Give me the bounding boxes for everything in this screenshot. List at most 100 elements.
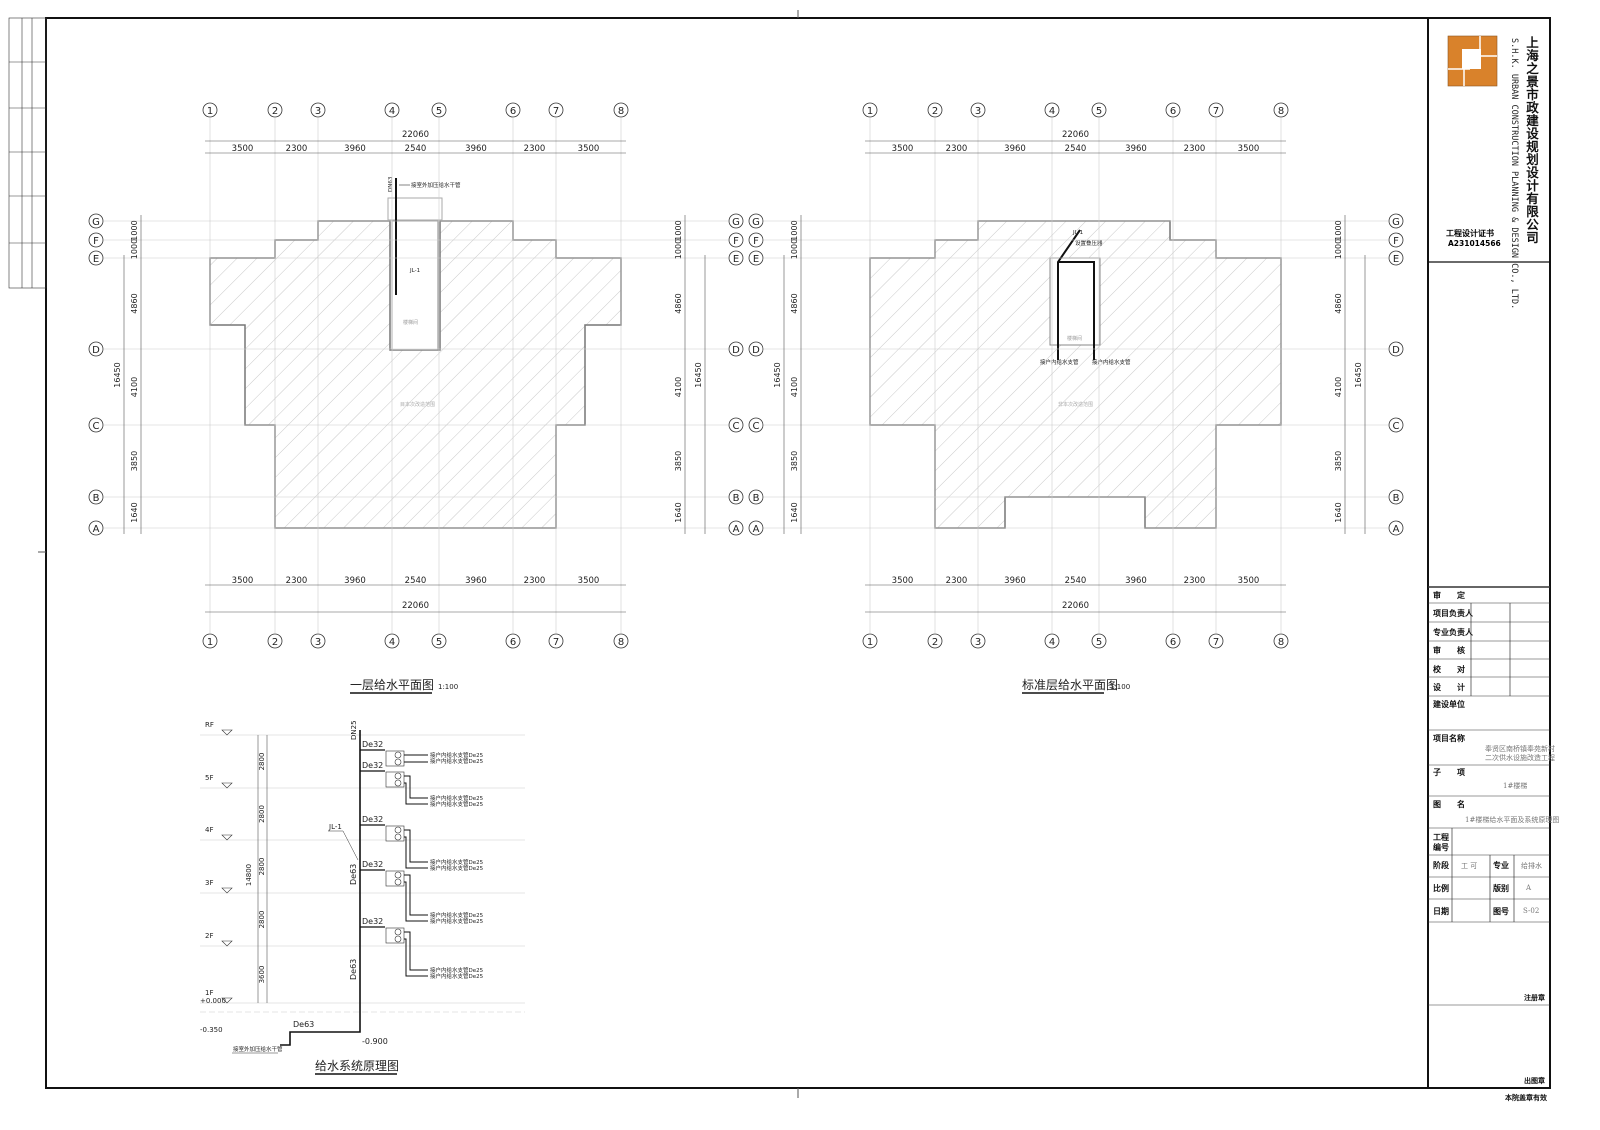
dimension-value: 3500 xyxy=(1238,576,1260,586)
grid-label: 3 xyxy=(975,106,981,117)
dimension-value: 3960 xyxy=(1004,144,1026,154)
branch-note: 接户内给水支管De25 xyxy=(430,757,484,765)
riser-id: JL-1 xyxy=(328,823,342,831)
plan-title: 一层给水平面图 xyxy=(350,678,434,692)
grid-label: 4 xyxy=(389,637,395,648)
riser-pipe-size: De63 xyxy=(349,864,358,885)
inlet-pipe-size: De63 xyxy=(293,1020,314,1029)
dimension-value: 3500 xyxy=(578,576,600,586)
stage-label: 阶段 xyxy=(1433,861,1449,870)
branch-pipe-size: De32 xyxy=(362,917,383,926)
grid-bubble-E xyxy=(748,250,764,266)
grid-label: E xyxy=(733,254,739,265)
grid-label: C xyxy=(733,421,740,432)
grid-bubble-8 xyxy=(1273,633,1289,649)
dimension-total: 22060 xyxy=(1062,130,1089,140)
dimension-total: 16450 xyxy=(694,362,703,387)
grid-label: 7 xyxy=(553,637,559,648)
water-meter-icon xyxy=(394,928,402,936)
dimension-value: 1000 xyxy=(130,239,139,259)
grid-label: A xyxy=(733,524,740,535)
grid-bubble-E xyxy=(88,250,104,266)
dimension-value: 3960 xyxy=(1125,576,1147,586)
grid-bubble-3 xyxy=(970,633,986,649)
floor-label: 2F xyxy=(205,932,213,940)
grid-bubble-C xyxy=(728,417,744,433)
grid-label: 6 xyxy=(1170,637,1176,648)
grid-bubble-6 xyxy=(505,633,521,649)
dimension-value: 1000 xyxy=(790,239,799,259)
registration-seal-label: 注册章 xyxy=(1524,994,1545,1002)
grid-bubble-G xyxy=(728,213,744,229)
grid-label: 3 xyxy=(315,106,321,117)
dimension-value: 3500 xyxy=(232,576,254,586)
dimension-value: 2540 xyxy=(1065,576,1087,586)
dimension-value: 1640 xyxy=(790,502,799,522)
dimension-value: 3850 xyxy=(674,451,683,471)
left-signoff-strip xyxy=(8,17,47,289)
grid-label: 5 xyxy=(436,637,442,648)
top-pipe-size: DN25 xyxy=(350,720,358,740)
grid-bubble-A xyxy=(88,520,104,536)
grid-bubble-8 xyxy=(613,102,629,118)
dimension-value: 3500 xyxy=(892,576,914,586)
project-name-1: 奉贤区南桥镇奉苑新村 xyxy=(1485,745,1555,753)
elevation-1f: +0.000 xyxy=(200,997,226,1005)
grid-bubble-D xyxy=(728,341,744,357)
grid-label: E xyxy=(1393,254,1399,265)
dimension-value: 1000 xyxy=(790,220,799,240)
dimension-value: 3500 xyxy=(578,144,600,154)
grid-label: 1 xyxy=(207,106,213,117)
grid-label: F xyxy=(753,236,759,247)
sheet-number-label: 图号 xyxy=(1493,907,1509,916)
dimension-value: 1000 xyxy=(674,239,683,259)
grid-label: 2 xyxy=(272,106,278,117)
floor-height: 2800 xyxy=(258,858,266,876)
project-name-2: 二次供水设施改造工程 xyxy=(1485,754,1555,762)
dimension-total: 16450 xyxy=(1354,362,1363,387)
dimension-value: 1640 xyxy=(674,502,683,522)
date-label: 日期 xyxy=(1433,907,1449,916)
grid-bubble-5 xyxy=(431,633,447,649)
floor-label: RF xyxy=(205,721,214,729)
grid-bubble-2 xyxy=(927,633,943,649)
grid-label: 5 xyxy=(436,106,442,117)
grid-label: 6 xyxy=(1170,106,1176,117)
dimension-value: 4860 xyxy=(1334,293,1343,313)
grid-label: 4 xyxy=(389,106,395,117)
drawing-name-value: 1#楼梯给水平面及系统原理图 xyxy=(1465,816,1560,824)
dimension-total: 16450 xyxy=(113,362,122,387)
water-meter-icon xyxy=(394,758,402,766)
drawing-name-label: 图 名 xyxy=(1433,800,1465,809)
title-block-grid xyxy=(1428,586,1550,1006)
grid-label: B xyxy=(1393,493,1400,504)
meter-box-icon xyxy=(385,771,405,788)
grid-label: A xyxy=(93,524,100,535)
grid-label: 6 xyxy=(510,637,516,648)
floor-height: 2800 xyxy=(258,805,266,823)
grid-bubble-2 xyxy=(267,102,283,118)
grid-label: 3 xyxy=(975,637,981,648)
grid-label: 6 xyxy=(510,106,516,117)
dimension-value: 4860 xyxy=(790,293,799,313)
branch-pipe-size: De32 xyxy=(362,815,383,824)
note-scope: 目本次改造范围 xyxy=(400,401,435,408)
dimension-value: 2300 xyxy=(286,576,308,586)
grid-bubble-5 xyxy=(1091,102,1107,118)
floor-height: 2800 xyxy=(258,911,266,929)
grid-bubble-4 xyxy=(1044,102,1060,118)
level-marker-icon xyxy=(221,729,233,736)
grid-label: 1 xyxy=(867,637,873,648)
water-meter-icon xyxy=(394,826,402,834)
signoff-row-label: 审 核 xyxy=(1433,646,1465,655)
grid-bubble-C xyxy=(748,417,764,433)
meter-box-icon xyxy=(385,927,405,944)
note-booster: 设置叠压器 xyxy=(1075,239,1103,247)
riser-title: 给水系统原理图 xyxy=(315,1059,399,1073)
floor-label: 4F xyxy=(205,826,213,834)
company-logo xyxy=(1447,35,1498,87)
grid-label: 8 xyxy=(1278,106,1284,117)
grid-bubble-7 xyxy=(548,102,564,118)
